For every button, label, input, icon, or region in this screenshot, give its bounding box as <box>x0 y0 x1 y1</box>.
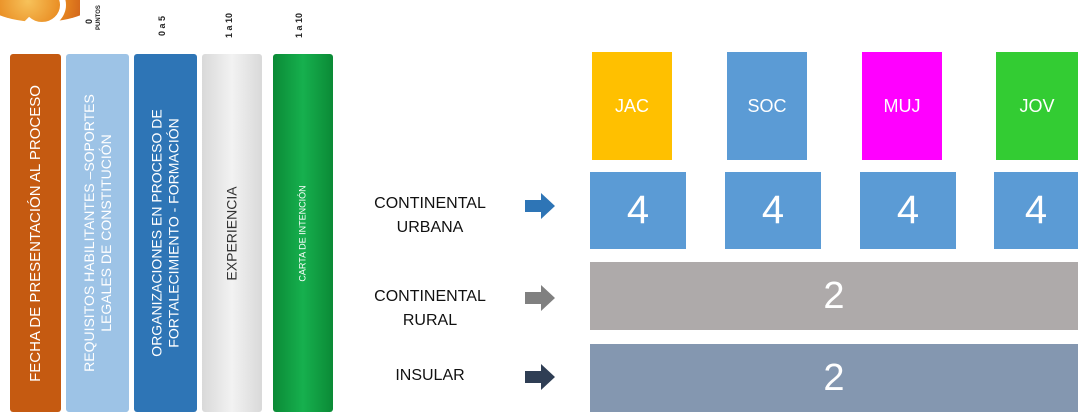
row-label-line1: CONTINENTAL <box>374 288 486 305</box>
category-muj: MUJ <box>862 52 942 160</box>
row-label-line1: CONTINENTAL <box>374 195 486 212</box>
arrow-right-icon <box>525 193 555 219</box>
criterion-organizaciones-label: ORGANIZACIONES EN PROCESO DE FORTALECIMI… <box>149 109 183 356</box>
row-label-continental-urbana: CONTINENTAL URBANA <box>360 192 500 240</box>
score-label-col1: 0 <box>84 18 94 24</box>
criterion-fecha-label: FECHA DE PRESENTACIÓN AL PROCESO <box>27 84 45 382</box>
criterion-requisitos-line1: REQUISITOS HABILITANTES –SOPORTES <box>80 94 97 372</box>
category-soc: SOC <box>727 52 807 160</box>
score-label-col4: 1 a 10 <box>294 12 304 38</box>
row-label-line2: URBANA <box>396 219 464 236</box>
value-urbana-jac: 4 <box>590 172 686 249</box>
value-urbana-soc: 4 <box>725 172 821 249</box>
criterion-experiencia: EXPERIENCIA <box>202 54 262 412</box>
arrow-right-icon <box>525 364 555 390</box>
score-label-col3: 1 a 10 <box>224 12 234 38</box>
logo-stroke <box>18 0 66 22</box>
category-jov: JOV <box>996 52 1078 160</box>
arrow-right-icon <box>525 285 555 311</box>
value-urbana-muj: 4 <box>860 172 956 249</box>
criterion-experiencia-label: EXPERIENCIA <box>223 185 240 281</box>
row-label-line2: RURAL <box>402 312 458 329</box>
score-label-col1-unit: PUNTOS <box>96 5 102 30</box>
criterion-carta: CARTA DE INTENCIÓN <box>273 54 333 412</box>
row-label-continental-rural: CONTINENTAL RURAL <box>360 285 500 333</box>
category-jac: JAC <box>592 52 672 160</box>
value-continental-rural: 2 <box>590 262 1078 330</box>
criterion-requisitos-label: REQUISITOS HABILITANTES –SOPORTES LEGALE… <box>81 94 115 372</box>
score-label-col2: 0 a 5 <box>157 15 167 36</box>
criterion-fecha: FECHA DE PRESENTACIÓN AL PROCESO <box>10 54 61 412</box>
value-urbana-jov: 4 <box>994 172 1078 249</box>
criterion-organizaciones-line2: FORTALECIMIENTO - FORMACIÓN <box>165 118 182 348</box>
logo <box>0 0 80 22</box>
criterion-organizaciones: ORGANIZACIONES EN PROCESO DE FORTALECIMI… <box>134 54 197 412</box>
criterion-carta-label: CARTA DE INTENCIÓN <box>297 184 308 282</box>
criterion-organizaciones-line1: ORGANIZACIONES EN PROCESO DE <box>148 109 165 357</box>
row-label-line1: INSULAR <box>395 367 465 384</box>
row-label-insular: INSULAR <box>360 364 500 388</box>
criterion-requisitos: REQUISITOS HABILITANTES –SOPORTES LEGALE… <box>66 54 129 412</box>
criterion-requisitos-line2: LEGALES DE CONSTITUCIÓN <box>97 134 114 332</box>
value-insular: 2 <box>590 344 1078 412</box>
